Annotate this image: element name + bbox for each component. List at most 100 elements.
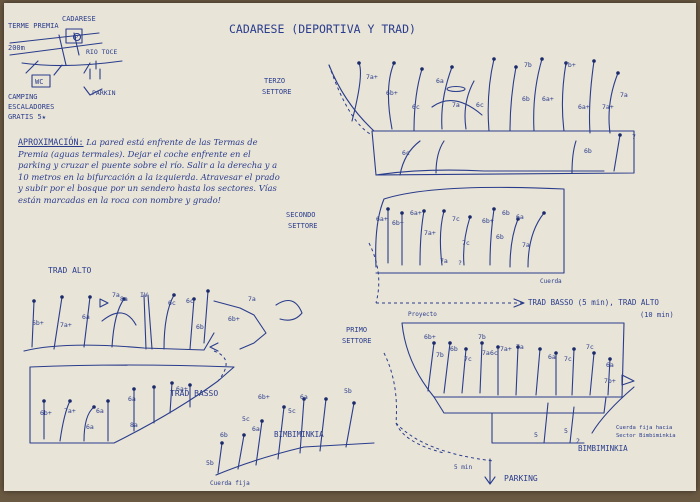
map-cadarese: CADARESE <box>62 15 96 23</box>
tree-icons <box>25 60 91 76</box>
trad-basso-arrow-icon <box>209 342 219 352</box>
grade-secondo-5: 6b+ <box>482 217 494 225</box>
parking-label: PARKING <box>504 474 538 483</box>
map-parking-letter: P <box>75 35 78 41</box>
grade-trad_alto-0: 6b+ <box>32 319 44 327</box>
primo-proyecto: Proyecto <box>408 311 437 318</box>
grade-secondo-9: 6b <box>496 233 504 241</box>
grade-terzo-12: 7a <box>620 91 628 99</box>
sector-trad-alto: TRAD ALTO <box>48 266 92 275</box>
secondo-cuerda: Cuerda <box>540 278 562 285</box>
grade-primo-1: 7b <box>436 351 444 359</box>
terzo-hold-icon <box>446 85 466 93</box>
grade-trad_basso-2: 6a <box>86 423 94 431</box>
grade-primo-16: 2 <box>576 437 580 445</box>
cuerda-fija-right-2: Sector Bimbiminkia <box>616 433 676 439</box>
grade-bimbiminkia-2: 5c <box>242 415 250 423</box>
map-terme-premia: TERME PREMIA <box>8 22 59 30</box>
grade-terzo-14: 7 <box>632 133 636 141</box>
grade-trad_alto-2: 6a <box>82 313 90 321</box>
terzo-settore-topo <box>328 57 635 176</box>
bimbiminkia-topo: Cuerda fija <box>210 397 375 487</box>
topo-sheet: CADARESE (DEPORTIVA Y TRAD) WC P TERME P… <box>4 3 696 491</box>
grade-terzo-9: 7b+ <box>564 61 576 69</box>
grade-secondo-6: 6b <box>502 209 510 217</box>
grade-trad_alto-5: 6c <box>186 297 194 305</box>
grade-bimbiminkia-1: 6b <box>220 431 228 439</box>
sector-bimbiminkia-right: BIMBIMINKIA <box>578 444 628 453</box>
grade-trad_basso-1: 7a+ <box>64 407 76 415</box>
grade-primo-14: 5 <box>534 431 538 439</box>
map-river: RIO TOCE <box>86 48 117 56</box>
trad-alto-hold-icon <box>275 299 303 321</box>
map-free: GRATIS 5★ <box>8 113 47 121</box>
trad-basso-topo <box>29 342 235 444</box>
trad-alto-flag-icon <box>99 298 109 308</box>
grade-primo-2: 6b <box>450 345 458 353</box>
grade-trad_alto-7: 6b+ <box>228 315 240 323</box>
grade-trad_basso-0: 6b+ <box>40 409 52 417</box>
page-title: CADARESE (DEPORTIVA Y TRAD) <box>229 22 416 36</box>
map-camping: CAMPING <box>8 93 38 101</box>
grade-secondo-12: ? <box>458 259 462 267</box>
primo-settore-topo: Proyecto Cuerda fija hacia Sector Bimbim… <box>383 311 676 454</box>
location-map: WC P TERME PREMIA CADARESE 200m RIO TOCE… <box>8 15 123 121</box>
approach-heading: APROXIMACIÓN: <box>18 137 84 147</box>
grade-terzo-15: 6c <box>402 149 410 157</box>
grade-terzo-0: 7a+ <box>366 73 378 81</box>
grade-bimbiminkia-7: 5b <box>344 387 352 395</box>
grade-primo-12: 7b+ <box>604 377 616 385</box>
grade-trad_alto-10: IV <box>140 291 148 299</box>
map-climbers: ESCALADORES <box>8 103 54 111</box>
grade-bimbiminkia-3: 6a <box>252 425 260 433</box>
map-distance: 200m <box>8 44 25 52</box>
sector-primo-line2: SETTORE <box>342 337 372 345</box>
grade-secondo-0: 6a+ <box>376 215 388 223</box>
grade-secondo-3: 7a+ <box>424 229 436 237</box>
grade-bimbiminkia-6: 6a <box>300 393 308 401</box>
approach-text: APROXIMACIÓN: La pared está enfrente de … <box>18 137 280 206</box>
grade-trad_alto-6: 6b <box>196 323 204 331</box>
river-line <box>21 60 123 67</box>
wc-icon <box>31 74 51 88</box>
grade-primo-10: 7c <box>564 355 572 363</box>
sector-trad-basso: TRAD BASSO <box>170 389 218 398</box>
grade-terzo-1: 6b+ <box>386 89 398 97</box>
grade-primo-11: 7c <box>586 343 594 351</box>
grade-trad_basso-4: 6a <box>128 395 136 403</box>
grade-terzo-4: 7a <box>452 101 460 109</box>
grade-terzo-7: 7b <box>524 61 532 69</box>
grade-terzo-6: 6b <box>522 95 530 103</box>
grade-terzo-8: 6a+ <box>542 95 554 103</box>
grade-terzo-2: 6c <box>412 103 420 111</box>
grade-primo-4: 7b <box>478 333 486 341</box>
sector-secondo-line2: SETTORE <box>288 222 318 230</box>
grade-terzo-5: 6c <box>476 101 484 109</box>
grade-secondo-2: 6a+ <box>410 209 422 217</box>
parking-arrow-icon <box>484 458 496 485</box>
grade-secondo-10: 6a <box>516 213 524 221</box>
sector-secondo-line1: SECONDO <box>286 211 316 219</box>
sector-primo-line1: PRIMO <box>346 326 367 334</box>
topo-drawing: CADARESE (DEPORTIVA Y TRAD) WC P TERME P… <box>8 15 676 487</box>
grade-trad_alto-1: 7a+ <box>60 321 72 329</box>
grade-primo-6: 6c <box>490 349 498 357</box>
grade-primo-8: 7a <box>516 343 524 351</box>
sector-bimbiminkia: BIMBIMINKIA <box>274 430 324 439</box>
grade-primo-3: 7c <box>464 355 472 363</box>
sector-terzo-line1: TERZO <box>264 77 285 85</box>
map-wc: WC <box>35 78 43 86</box>
grade-primo-15: 5 <box>564 427 568 435</box>
trad-path-arrow-icon <box>513 298 525 308</box>
grade-trad_alto-3: 7a <box>112 291 120 299</box>
grade-trad_basso-5: 6a+ <box>176 385 188 393</box>
trail-arrows-icon <box>83 60 103 96</box>
five-min-label: 5 min <box>454 464 472 471</box>
secondo-settore-topo: Cuerda <box>368 186 565 304</box>
grade-primo-7: 7a+ <box>500 345 512 353</box>
grade-trad_alto-4: 6c <box>168 299 176 307</box>
parking-path <box>395 422 495 462</box>
grade-bimbiminkia-4: 6b+ <box>258 393 270 401</box>
approach-body: La pared está enfrente de las Termas de … <box>18 137 280 205</box>
grade-trad_basso-6: 6a <box>96 407 104 415</box>
